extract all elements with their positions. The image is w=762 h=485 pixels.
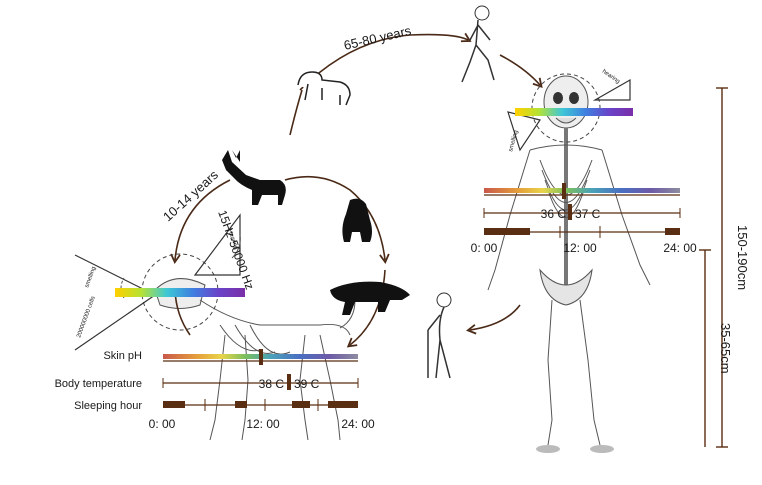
human-temp-low: 36 C xyxy=(541,207,567,221)
sitting-dog-silhouette xyxy=(342,198,372,242)
arrow-to-human xyxy=(499,54,543,89)
label-sleeping-hour: Sleeping hour xyxy=(74,400,142,412)
dog-sense-indicators xyxy=(74,213,245,351)
adult-dog-silhouette xyxy=(222,150,286,205)
dog-time-tick-12: 12: 00 xyxy=(246,417,280,431)
age-label-dog: 10-14 years xyxy=(160,167,221,224)
label-body-temperature: Body temperature xyxy=(55,378,142,390)
arrow-to-old-dog xyxy=(346,269,386,348)
arrow-to-adult-dog xyxy=(284,175,390,265)
human-sleep-row xyxy=(484,226,680,238)
dog-spectrum-bar xyxy=(115,288,245,297)
height-scale xyxy=(699,87,728,448)
age-label-human: 65-80 years xyxy=(342,23,413,53)
dog-sleep-row xyxy=(163,399,358,411)
human-temp-row xyxy=(483,204,681,220)
dog-height-label: 35-65cm xyxy=(718,323,733,374)
arrow-to-elderly xyxy=(465,304,521,335)
human-time-tick-12: 12: 00 xyxy=(563,241,597,255)
elderly-silhouette xyxy=(427,292,452,379)
dog-smelling-word: smelling xyxy=(84,266,97,289)
cycle-arrows xyxy=(170,32,543,348)
dog-time-tick-0: 0: 00 xyxy=(149,417,176,431)
human-smelling-word: smelling xyxy=(508,130,519,153)
dog-skeleton xyxy=(154,278,356,441)
puppy-silhouette xyxy=(297,71,351,106)
human-spectrum-bar xyxy=(515,108,633,116)
arc-dog-to-puppy xyxy=(289,89,303,136)
human-ph-row xyxy=(484,183,680,199)
human-sense-indicators xyxy=(507,73,633,152)
human-height-label: 150-190cm xyxy=(735,225,750,290)
running-dog-silhouette xyxy=(330,281,410,315)
human-temp-high: 37 C xyxy=(575,207,601,221)
dog-ph-row xyxy=(163,349,358,365)
dog-smelling-range: 200000000 cells xyxy=(76,296,97,339)
human-time-tick-0: 0: 00 xyxy=(471,241,498,255)
label-skin-ph: Skin pH xyxy=(103,350,142,362)
child-silhouette xyxy=(461,5,495,83)
arrow-to-child xyxy=(299,32,472,91)
human-hearing-word: hearing xyxy=(601,69,621,85)
dog-temp-low: 38 C xyxy=(259,377,285,391)
arrow-to-dog-head xyxy=(170,179,231,265)
dog-temp-high: 39 C xyxy=(294,377,320,391)
dog-temp-row xyxy=(162,374,359,390)
human-time-tick-24: 24: 00 xyxy=(663,241,697,255)
dog-time-tick-24: 24: 00 xyxy=(341,417,375,431)
